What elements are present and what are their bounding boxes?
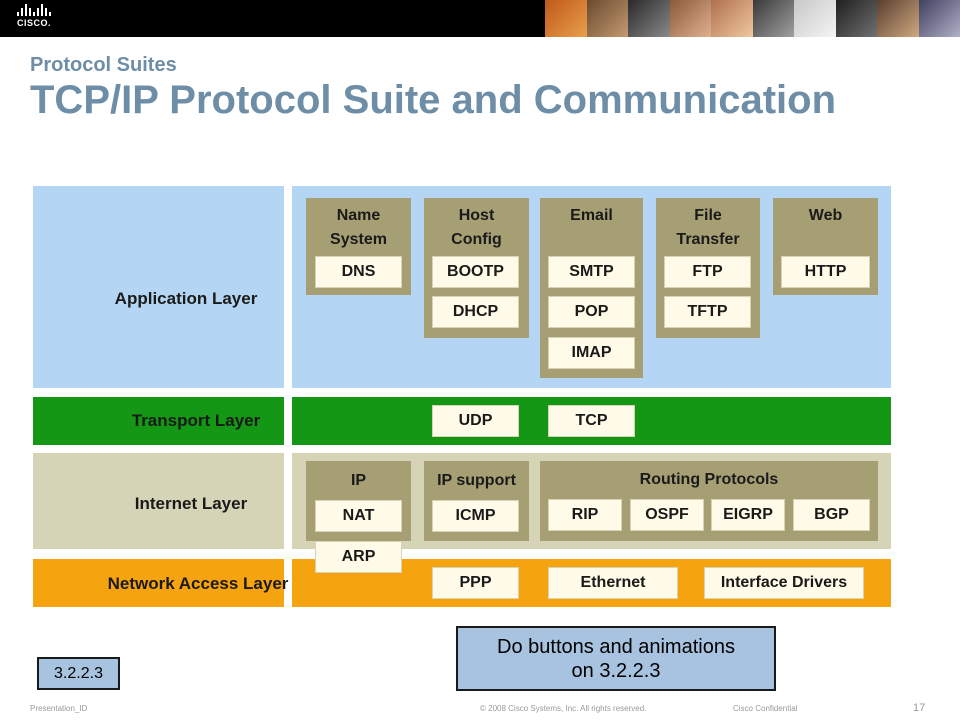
footer-presentation-id: Presentation_ID <box>30 704 88 713</box>
page-number: 17 <box>913 702 926 714</box>
slide-subtitle: Protocol Suites <box>30 54 177 76</box>
app-group-title: Config <box>451 231 502 248</box>
footer-copyright: © 2008 Cisco Systems, Inc. All rights re… <box>480 704 647 713</box>
cisco-logo-text: CISCO. <box>16 18 51 28</box>
protocol-bootp: BOOTP <box>432 256 519 288</box>
protocol-http: HTTP <box>781 256 870 288</box>
slide-title: TCP/IP Protocol Suite and Communication <box>30 78 836 122</box>
protocol-icmp: ICMP <box>432 500 519 532</box>
protocol-dhcp: DHCP <box>432 296 519 328</box>
app-group-title: File <box>694 207 722 224</box>
app-group-title: Transfer <box>676 231 740 248</box>
application-layer-label: Application Layer <box>114 289 258 308</box>
protocol-nat: NAT <box>315 500 402 532</box>
app-group-title: Name <box>336 207 381 224</box>
footer-confidential: Cisco Confidential <box>733 704 798 713</box>
note-line-2: on 3.2.2.3 <box>571 659 661 682</box>
instructor-note-box: Do buttons and animations on 3.2.2.3 <box>456 626 776 691</box>
protocol-smtp: SMTP <box>548 256 635 288</box>
protocol-interface-drivers: Interface Drivers <box>704 567 864 599</box>
internet-group-title: Routing Protocols <box>639 471 779 488</box>
protocol-udp: UDP <box>432 405 519 437</box>
internet-layer-label: Internet Layer <box>134 494 248 513</box>
protocol-tftp: TFTP <box>664 296 751 328</box>
section-reference-box: 3.2.2.3 <box>37 657 120 690</box>
protocol-tcp: TCP <box>548 405 635 437</box>
app-group-title: System <box>330 231 387 248</box>
internet-group-title: IP <box>350 472 367 489</box>
internet-group-title: IP support <box>437 472 516 489</box>
protocol-arp: ARP <box>315 541 402 573</box>
network-access-layer-label-band <box>33 559 284 607</box>
app-group-title: Web <box>808 207 843 224</box>
transport-layer-label-band <box>33 397 284 445</box>
top-banner: CISCO. <box>0 0 960 37</box>
app-group-title: Host <box>458 207 495 224</box>
cisco-logo-bars-icon <box>12 4 56 16</box>
app-group-title: Email <box>570 207 613 224</box>
protocol-dns: DNS <box>315 256 402 288</box>
network-access-layer-label: Network Access Layer <box>107 574 289 593</box>
internet-layer-label-band <box>33 453 284 549</box>
protocol-ppp: PPP <box>432 567 519 599</box>
protocol-pop: POP <box>548 296 635 328</box>
protocol-bgp: BGP <box>793 499 870 531</box>
protocol-rip: RIP <box>548 499 622 531</box>
protocol-imap: IMAP <box>548 337 635 369</box>
transport-layer-label: Transport Layer <box>131 411 261 430</box>
protocol-eigrp: EIGRP <box>711 499 785 531</box>
cisco-logo: CISCO. <box>12 4 56 32</box>
note-line-1: Do buttons and animations <box>497 635 735 658</box>
protocol-ethernet: Ethernet <box>548 567 678 599</box>
protocol-ospf: OSPF <box>630 499 704 531</box>
protocol-ftp: FTP <box>664 256 751 288</box>
application-layer-label-band <box>33 186 284 388</box>
people-photo-strip <box>545 0 960 37</box>
